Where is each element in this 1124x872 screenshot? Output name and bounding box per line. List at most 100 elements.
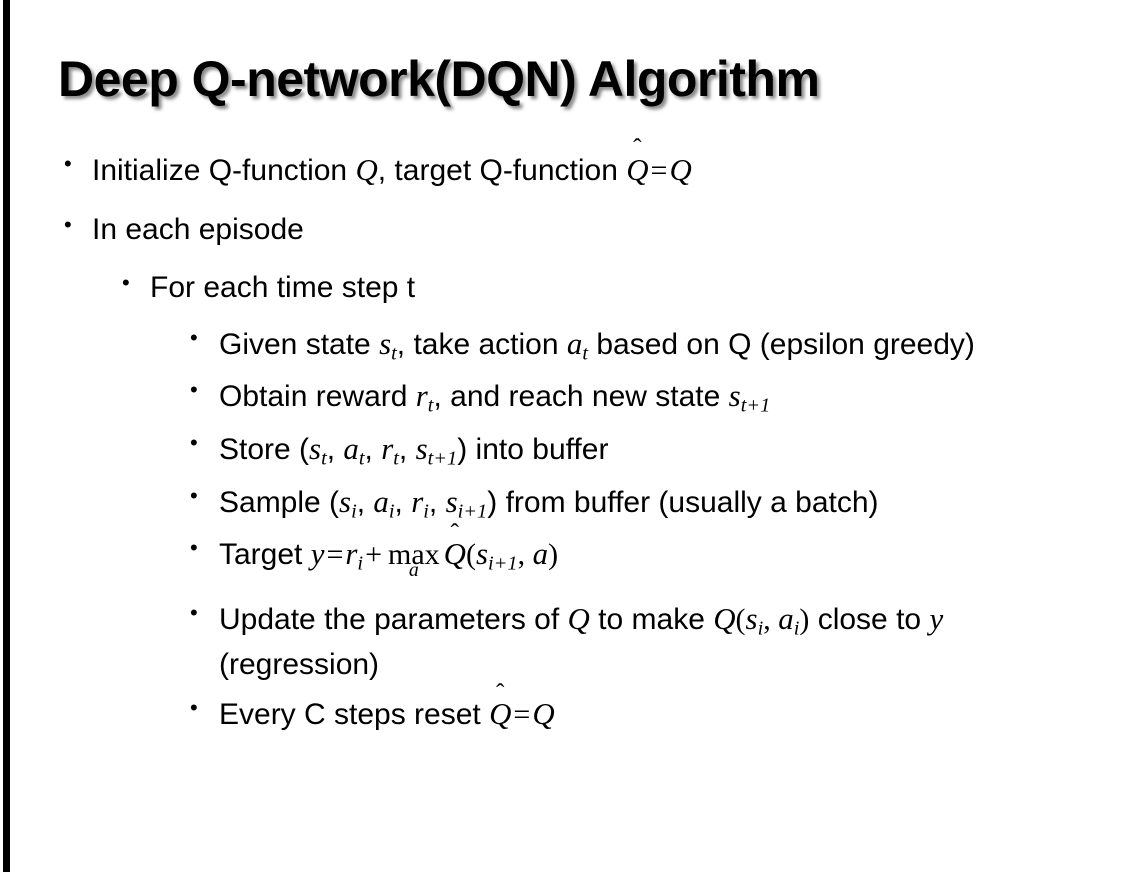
update-close-paren: ): [799, 603, 810, 637]
target-comma: ,: [517, 538, 533, 572]
sample-r1-sub: i: [423, 500, 429, 523]
sample-sep2: ,: [394, 485, 412, 519]
update-q1: Q: [567, 601, 590, 637]
bullet-obtain-reward: • Obtain reward rt, and reach new state …: [0, 374, 1124, 421]
update-comma: ,: [763, 603, 779, 637]
bullet-marker: •: [190, 377, 198, 403]
hat-base: Q: [626, 152, 649, 187]
sample-a1: a: [373, 483, 389, 519]
obtain-r: r: [415, 378, 428, 414]
update-part2: to make: [589, 603, 714, 637]
target-plus: +: [365, 538, 382, 572]
update-y: y: [929, 601, 944, 637]
store-part2: ) into buffer: [457, 433, 609, 467]
bullet-marker: •: [64, 151, 72, 176]
slide-title: Deep Q-network(DQN) Algorithm: [58, 51, 820, 107]
max-underscript: a: [408, 558, 419, 581]
bullet-in-each-episode: • In each episode: [0, 209, 1124, 252]
initialize-var-q: Q: [355, 152, 378, 187]
store-part1: Store (: [219, 433, 310, 467]
bullet-reset: • Every C steps reset ̂Q=Q: [0, 692, 1124, 737]
obtain-part2: , and reach new state: [433, 380, 729, 414]
bullet-update: • Update the parameters of Q to make Q(s…: [0, 597, 1124, 686]
target-s-sub: i+1: [487, 553, 518, 576]
bullet-target: • Target y=ri+maxâQ(si+1, a): [0, 532, 1124, 579]
update-q2: Q: [713, 601, 736, 637]
given-a: a: [566, 325, 583, 361]
bullet-marker: •: [64, 211, 72, 237]
store-a1-sub: t: [358, 447, 365, 470]
given-part3: based on Q (epsilon greedy): [588, 327, 975, 361]
reset-part1: Every C steps reset: [219, 698, 490, 732]
reset-q: Q: [532, 696, 555, 732]
update-s-sub: i: [757, 617, 764, 640]
update-part3: close to: [809, 603, 930, 637]
max-label: max: [387, 538, 440, 572]
initialize-hat-q: ̂Q: [626, 148, 648, 192]
bullet-marker: •: [190, 695, 198, 721]
bullet-in-each-episode-text: In each episode: [92, 212, 304, 246]
initialize-mid: , target Q-function: [377, 154, 627, 187]
bullet-marker: •: [190, 535, 198, 561]
bullet-store-text: Store (st, at, rt, st+1) into buffer: [219, 427, 1099, 474]
sample-sep1: ,: [356, 485, 374, 519]
store-a1: a: [343, 431, 359, 467]
bullet-marker: •: [190, 324, 198, 350]
hat-base: Q: [443, 536, 466, 572]
reset-equals: =: [513, 698, 531, 732]
sample-sep3: ,: [428, 485, 446, 519]
bullet-initialize-text: Initialize Q-function Q, target Q-functi…: [92, 148, 1124, 193]
target-part1: Target: [219, 538, 311, 572]
store-s2-sub: t+1: [427, 447, 458, 470]
given-part2: , take action: [396, 327, 567, 361]
bullet-marker: •: [190, 430, 198, 456]
update-a: a: [778, 601, 794, 637]
bullet-store: • Store (st, at, rt, st+1) into buffer: [0, 427, 1124, 474]
obtain-part1: Obtain reward: [219, 380, 416, 414]
update-s: s: [745, 601, 758, 637]
bullet-for-each-time-step-text: For each time step t: [150, 271, 416, 305]
initialize-prefix: Initialize Q-function: [92, 154, 356, 187]
sample-part2: ) from buffer (usually a batch): [487, 485, 879, 519]
initialize-equals: =: [650, 154, 668, 187]
given-s-sub: t: [391, 342, 397, 365]
store-sep3: ,: [398, 433, 416, 467]
bullet-marker: •: [122, 270, 130, 296]
update-part4: (regression): [219, 647, 380, 681]
store-s1-sub: t: [321, 447, 327, 470]
given-part1: Given state: [219, 327, 380, 361]
target-y: y: [310, 536, 325, 572]
given-s: s: [379, 325, 392, 361]
sample-s1: s: [339, 483, 352, 519]
sample-s2: s: [445, 483, 458, 519]
update-part1: Update the parameters of: [219, 603, 568, 637]
store-r1: r: [381, 431, 394, 467]
target-equals: =: [326, 538, 344, 572]
bullet-given-state: • Given state st, take action at based o…: [0, 322, 1124, 369]
store-r1-sub: t: [393, 447, 399, 470]
store-s1: s: [309, 431, 322, 467]
bullet-marker: •: [190, 482, 198, 508]
target-r-sub: i: [357, 553, 364, 576]
store-sep1: ,: [326, 433, 344, 467]
update-open-paren: (: [735, 603, 746, 637]
target-s: s: [475, 536, 488, 572]
bullet-initialize: • Initialize Q-function Q, target Q-func…: [0, 148, 1124, 193]
target-close-paren: ): [548, 538, 559, 572]
obtain-r-sub: t: [427, 395, 434, 418]
given-a-sub: t: [582, 342, 589, 365]
sample-r1: r: [411, 483, 424, 519]
hat-base: Q: [489, 696, 512, 732]
initialize-tail-q: Q: [669, 152, 692, 187]
bullet-update-text: Update the parameters of Q to make Q(si,…: [219, 597, 1099, 686]
slide-body: • Initialize Q-function Q, target Q-func…: [0, 148, 1124, 743]
sample-part1: Sample (: [219, 485, 340, 519]
obtain-s-sub: t+1: [740, 395, 771, 418]
target-hat-q: ̂Q: [444, 532, 466, 576]
bullet-sample-text: Sample (si, ai, ri, si+1) from buffer (u…: [219, 480, 1099, 527]
store-s2: s: [415, 431, 428, 467]
target-open-paren: (: [465, 538, 476, 572]
target-a: a: [532, 536, 549, 572]
